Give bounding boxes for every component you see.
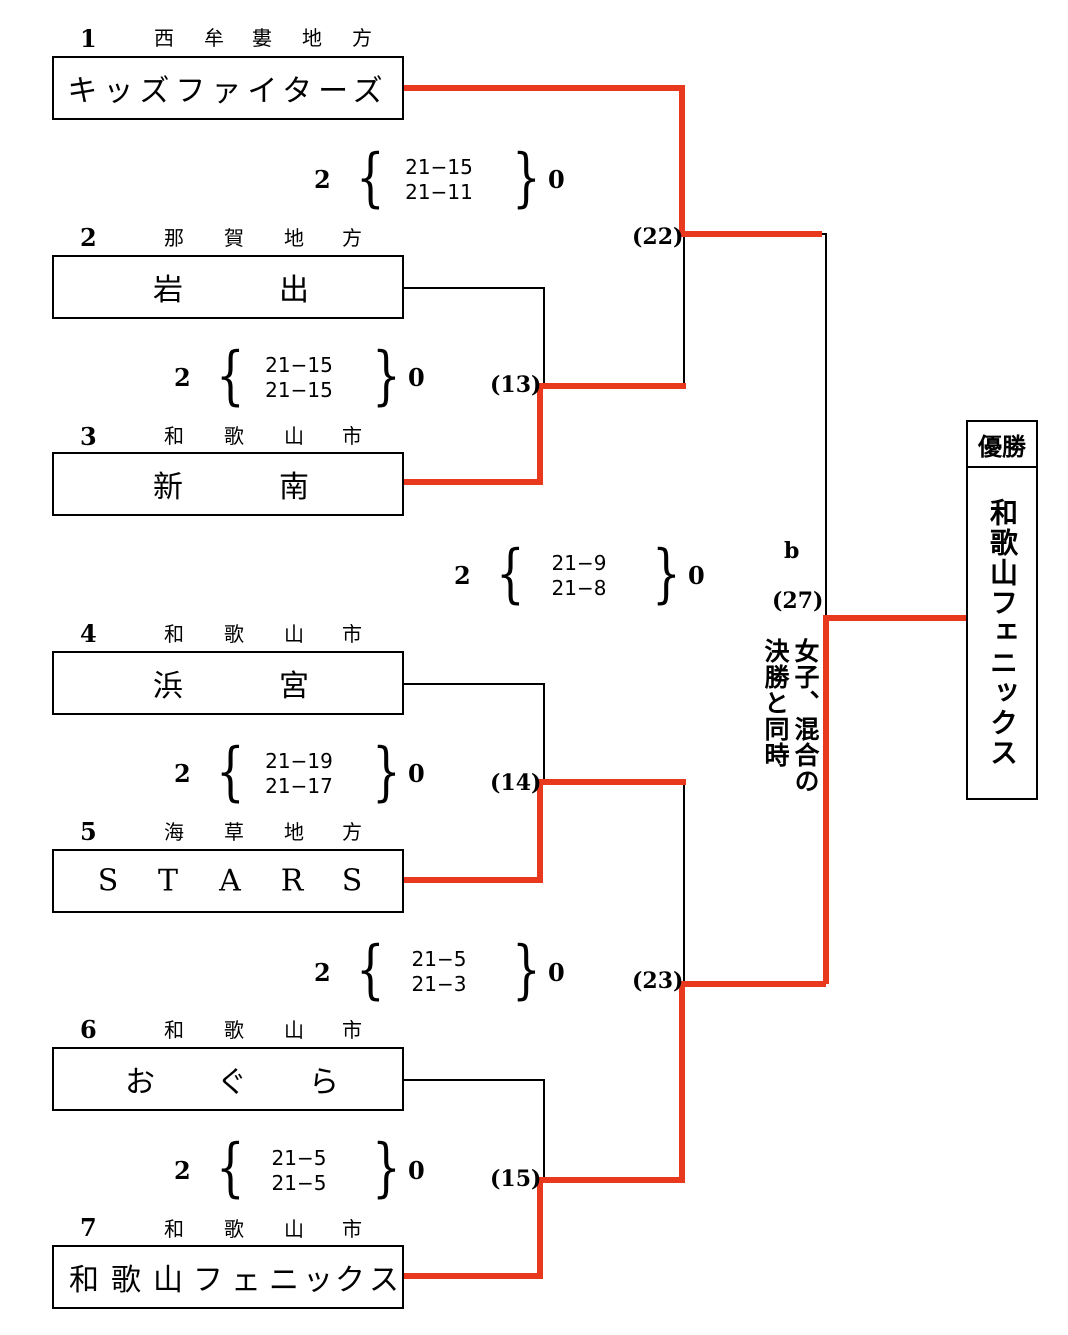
team-name: 浜 (153, 669, 183, 704)
team-name: 和 (69, 1263, 99, 1298)
seed-number: 2 (80, 223, 97, 252)
team-name: 岩 (153, 273, 183, 308)
team-name: 宮 (279, 669, 309, 704)
match-number: (15) (490, 1166, 542, 1192)
bracket-line-team6 (404, 1079, 545, 1180)
seed-number: 3 (80, 422, 97, 451)
match-right-score: 0 (408, 1156, 425, 1185)
game-scores: 21−5 21−3 (411, 947, 467, 996)
team-name: 南 (279, 470, 309, 505)
team-name: フ (193, 1263, 223, 1298)
brace-close-icon: } (512, 933, 541, 1007)
bracket-line-m22-to-27 (820, 233, 827, 620)
court-label: b (784, 538, 800, 564)
team-name: ぐ (217, 1065, 247, 1100)
brace-open-icon: { (216, 1131, 245, 1205)
brace-close-icon: } (372, 339, 401, 413)
team-name: キッズファイターズ (67, 74, 389, 109)
team-name: ス (369, 1263, 399, 1298)
team-region: 那 賀 地 方 (164, 226, 362, 250)
team-region: 和 歌 山 市 (164, 622, 362, 646)
team-name: T (157, 863, 179, 899)
match-number: (23) (632, 968, 684, 994)
seed-number: 5 (80, 817, 97, 846)
team-name: ニ (269, 1263, 299, 1298)
seed-number: 6 (80, 1015, 97, 1044)
team-name: A (219, 863, 241, 899)
team-box: お ぐ ら (52, 1047, 404, 1111)
brace-close-icon: } (372, 735, 401, 809)
team-box: S T A R S (52, 849, 404, 913)
game-scores: 21−15 21−15 (265, 353, 333, 402)
match-right-score: 0 (688, 561, 705, 590)
team-name: ら (309, 1065, 339, 1100)
bracket-line-team2 (404, 287, 545, 386)
win-line-champion (823, 615, 968, 984)
match-left-score: 2 (314, 165, 331, 194)
team-name: お (125, 1065, 155, 1100)
match-number: (14) (490, 770, 542, 796)
game-scores: 21−15 21−11 (405, 155, 473, 204)
match-left-score: 2 (174, 363, 191, 392)
seed-number: 1 (80, 24, 97, 53)
match-left-score: 2 (174, 1156, 191, 1185)
team-region: 海 草 地 方 (164, 820, 362, 844)
brace-close-icon: } (512, 141, 541, 215)
team-name: 出 (279, 273, 309, 308)
brace-close-icon: } (372, 1131, 401, 1205)
match-left-score: 2 (314, 958, 331, 987)
team-name: ェ (231, 1263, 261, 1298)
winner-box: 和歌山フェニックス (966, 468, 1038, 800)
match-left-score: 2 (454, 561, 471, 590)
match-number: (13) (490, 372, 542, 398)
team-region: 和 歌 山 市 (164, 1018, 362, 1042)
team-box: 新 南 (52, 452, 404, 516)
team-name: R (280, 863, 304, 899)
team-box: 岩 出 (52, 255, 404, 319)
match-right-score: 0 (548, 958, 565, 987)
brace-open-icon: { (216, 339, 245, 413)
team-name: ク (335, 1263, 365, 1298)
team-name: 歌 (111, 1263, 141, 1298)
match-number: (27) (772, 588, 824, 614)
win-line-team3 (404, 383, 686, 485)
win-line-team1 (404, 85, 822, 237)
brace-open-icon: { (356, 933, 385, 1007)
team-box: 浜 宮 (52, 651, 404, 715)
game-scores: 21−19 21−17 (265, 749, 333, 798)
team-name: 山 (153, 1263, 183, 1298)
team-region: 和 歌 山 市 (164, 424, 362, 448)
brace-open-icon: { (356, 141, 385, 215)
match-number: (22) (632, 224, 684, 250)
brace-close-icon: } (652, 537, 681, 611)
winner-header: 優勝 (966, 420, 1038, 468)
match-right-score: 0 (408, 363, 425, 392)
team-name: ッ (303, 1263, 333, 1298)
team-region: 西 牟 婁 地 方 (154, 26, 372, 50)
team-name: S (97, 863, 119, 899)
team-name: 新 (153, 470, 183, 505)
bracket-line-team4 (404, 683, 545, 782)
win-line-team5 (404, 779, 686, 883)
final-note: 女子、混合の決勝と同時 (761, 638, 820, 794)
seed-number: 4 (80, 619, 97, 648)
brace-open-icon: { (216, 735, 245, 809)
win-line-team7 (404, 981, 826, 1279)
match-right-score: 0 (408, 759, 425, 788)
team-name: S (341, 863, 363, 899)
team-box: 和 歌 山 フ ェ ニ ッ ク ス (52, 1245, 404, 1309)
match-left-score: 2 (174, 759, 191, 788)
team-region: 和 歌 山 市 (164, 1217, 362, 1241)
game-scores: 21−5 21−5 (271, 1146, 327, 1195)
winner-name: 和歌山フェニックス (986, 498, 1019, 768)
seed-number: 7 (80, 1213, 97, 1242)
game-scores: 21−9 21−8 (551, 551, 607, 600)
team-box: キッズファイターズ (52, 56, 404, 120)
brace-open-icon: { (496, 537, 525, 611)
match-right-score: 0 (548, 165, 565, 194)
